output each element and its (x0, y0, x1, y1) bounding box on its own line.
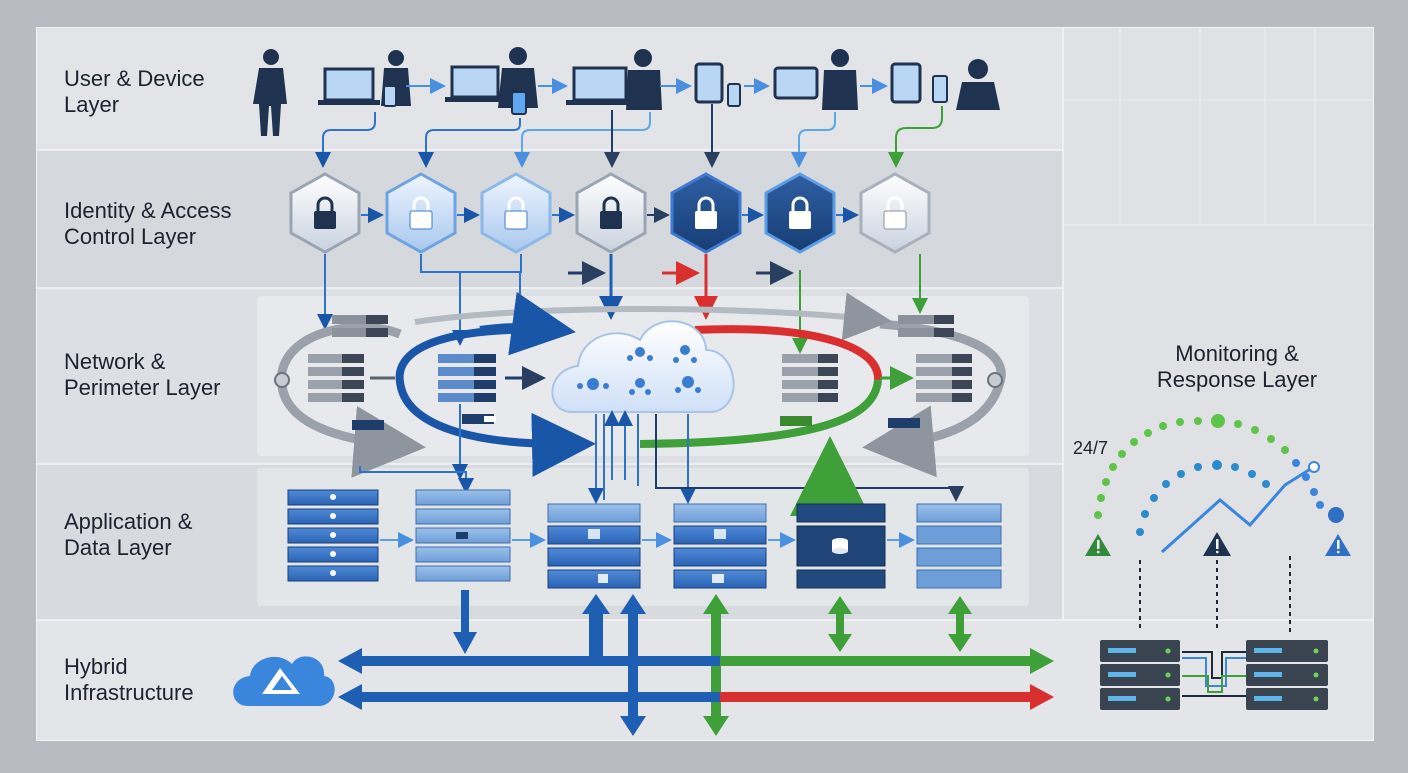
server-icon (1100, 640, 1180, 710)
server-icon (916, 503, 1002, 589)
loop-node-icon (274, 372, 290, 388)
hybrid-horizontal-arrows (338, 648, 1054, 710)
monitoring-layer-band (1063, 28, 1373, 620)
lock-icon (695, 196, 717, 229)
server-icon (332, 315, 388, 337)
lock-icon (409, 196, 433, 230)
user-devices (253, 47, 1000, 136)
server-icon (438, 354, 496, 402)
network-application-connectors (359, 404, 964, 516)
person-icon (822, 49, 858, 110)
lock-hexagon-5 (670, 172, 742, 254)
lock-hexagon-2 (385, 172, 457, 254)
monitoring-servers (1100, 640, 1328, 710)
application-layer-label: Application &Data Layer (64, 509, 193, 560)
application-servers (287, 489, 1002, 589)
network-small-arrows (352, 366, 920, 430)
identity-hexagons (289, 172, 931, 254)
server-icon (898, 315, 954, 337)
warning-icon (1325, 534, 1351, 556)
server-icon (916, 354, 972, 402)
network-servers (274, 315, 1003, 402)
tablet-icon (694, 62, 724, 104)
server-icon (547, 503, 641, 589)
gauge-blue-arc (1292, 459, 1324, 509)
server-icon (1246, 640, 1328, 710)
laptop-icon (566, 66, 634, 105)
cloud-icon (551, 320, 735, 413)
gauge-end-node (1328, 507, 1344, 523)
tablet-icon (773, 66, 819, 100)
server-icon (308, 354, 364, 402)
lock-hexagon-1 (289, 172, 361, 254)
lock-icon (789, 196, 811, 229)
lock-icon (600, 196, 622, 229)
person-icon (956, 59, 1000, 110)
person-icon (253, 49, 287, 136)
server-icon (415, 489, 511, 582)
server-icon (673, 503, 767, 589)
lock-icon (314, 196, 336, 229)
warning-icon (1085, 534, 1111, 556)
lock-icon (883, 196, 907, 230)
laptop-icon (445, 65, 505, 102)
database-server-icon (796, 503, 886, 589)
monitoring-gauge (1085, 414, 1351, 636)
gauge-inner-arc (1136, 460, 1270, 536)
monitoring-dotted-lines (1139, 556, 1291, 636)
uptime-label: 24/7 (1073, 438, 1109, 458)
lock-hexagon-6 (764, 172, 836, 254)
warning-icon (1203, 532, 1231, 556)
server-icon (782, 354, 838, 402)
network-layer-label: Network &Perimeter Layer (64, 349, 221, 400)
phone-icon (511, 91, 527, 115)
database-icon (832, 538, 848, 554)
person-icon (626, 49, 662, 110)
gauge-outer-arc (1094, 414, 1289, 519)
monitoring-layer-label: Monitoring &Response Layer (1156, 341, 1318, 392)
cloud-logo-icon (233, 656, 335, 706)
tablet-icon (890, 62, 922, 104)
trend-line (1160, 466, 1313, 554)
phone-icon (727, 83, 741, 107)
network-node-icon (577, 345, 701, 395)
laptop-icon (318, 67, 380, 105)
lock-icon (504, 196, 528, 230)
loop-node-icon (987, 372, 1003, 388)
phone-icon (932, 75, 948, 103)
server-icon (287, 489, 379, 582)
lock-hexagon-3 (480, 172, 552, 254)
phone-icon (383, 85, 397, 107)
monitoring-grid (1063, 28, 1373, 226)
lock-hexagon-7 (859, 172, 931, 254)
person-icon (498, 47, 538, 108)
server-cables (1182, 651, 1246, 697)
lock-hexagon-4 (575, 172, 647, 254)
user-identity-connectors (315, 104, 943, 168)
